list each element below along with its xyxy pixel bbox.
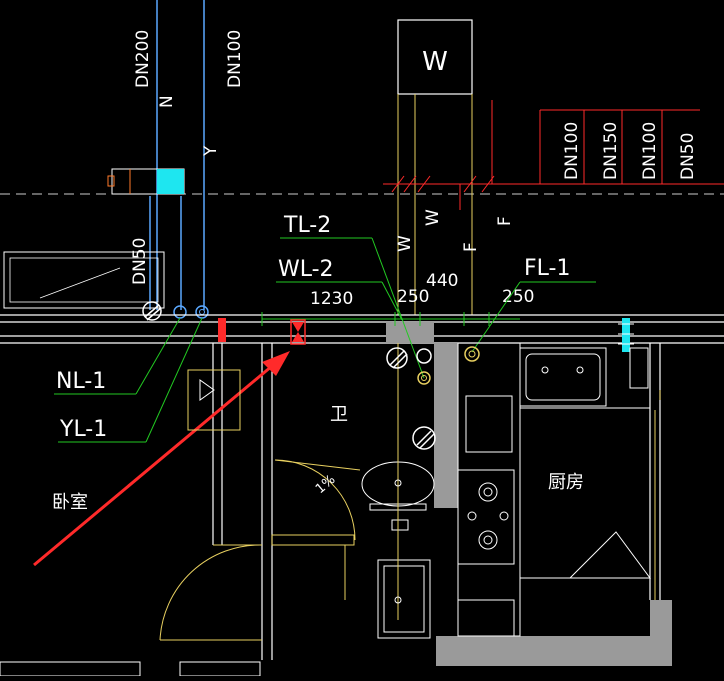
label-f-riser-1: F	[461, 242, 481, 252]
meter-cyan-fill	[157, 169, 184, 194]
label-dn50-left: DN50	[130, 238, 150, 285]
label-dn150: DN150	[601, 122, 621, 180]
kitchen-fixtures	[457, 342, 651, 637]
label-y: Y	[201, 145, 221, 157]
label-wl2: WL-2	[278, 257, 334, 282]
meter-tab	[107, 175, 115, 187]
left-cabinet	[3, 251, 165, 309]
bottom-left-box	[0, 661, 141, 677]
label-f-riser-2: F	[495, 216, 515, 226]
label-dn100-b: DN100	[640, 122, 660, 180]
label-dn100-a: DN100	[562, 122, 582, 180]
label-fl1: FL-1	[524, 256, 570, 281]
label-nl1: NL-1	[56, 369, 106, 394]
room-bedroom: 卧室	[52, 492, 88, 513]
dim-440: 440	[426, 271, 458, 291]
slope-label: 1%	[313, 472, 338, 497]
stove-burners	[467, 482, 509, 550]
pipe-circle-nl1	[173, 305, 187, 319]
label-w-riser-2: W	[423, 209, 443, 226]
basin-drain	[394, 596, 402, 604]
pipe-circle-left	[142, 301, 162, 321]
label-dn50-right: DN50	[678, 133, 698, 180]
w-box	[397, 19, 473, 95]
red-riser-marker-1	[218, 318, 226, 342]
bedroom-door	[159, 369, 263, 641]
left-cabinet-inner	[9, 257, 159, 303]
bathroom-fixtures	[271, 343, 435, 639]
gray-wall-right	[650, 600, 672, 666]
gray-wall-bath	[434, 343, 458, 508]
label-dn200: DN200	[133, 30, 153, 88]
kitchen-door-yellow	[654, 390, 661, 600]
toilet-drain	[394, 479, 402, 487]
red-riser-marker-2	[290, 319, 306, 345]
cyan-valve-right	[618, 318, 634, 352]
label-tl2: TL-2	[283, 213, 331, 238]
dim-250-b: 250	[502, 287, 534, 307]
w-box-label: W	[422, 47, 448, 77]
label-dn100-top: DN100	[225, 30, 245, 88]
bottom-mid-box	[179, 661, 261, 677]
red-arrow	[33, 351, 290, 567]
label-n: N	[157, 95, 177, 108]
floor-drain-1	[386, 347, 408, 369]
left-cabinet-diagonal	[39, 267, 121, 299]
dim-250-a: 250	[397, 287, 429, 307]
gray-wall-top	[386, 322, 434, 343]
riser-red-group	[383, 100, 724, 210]
kitchen-sink-drain-2	[576, 366, 584, 374]
dim-1230: 1230	[310, 289, 353, 309]
gray-wall-bottom	[436, 636, 672, 666]
tl2-pipe	[417, 371, 431, 385]
kitchen-sink-drain-1	[541, 366, 549, 374]
room-bath: 卫	[330, 404, 348, 425]
room-kitchen: 厨房	[548, 472, 584, 493]
label-w-riser-1: W	[395, 235, 415, 252]
fl1-pipe	[464, 346, 480, 362]
floor-drain-3	[412, 426, 436, 450]
pipe-circle-yl1	[195, 305, 209, 319]
floor-drain-2	[416, 348, 432, 364]
label-yl1: YL-1	[59, 417, 107, 442]
